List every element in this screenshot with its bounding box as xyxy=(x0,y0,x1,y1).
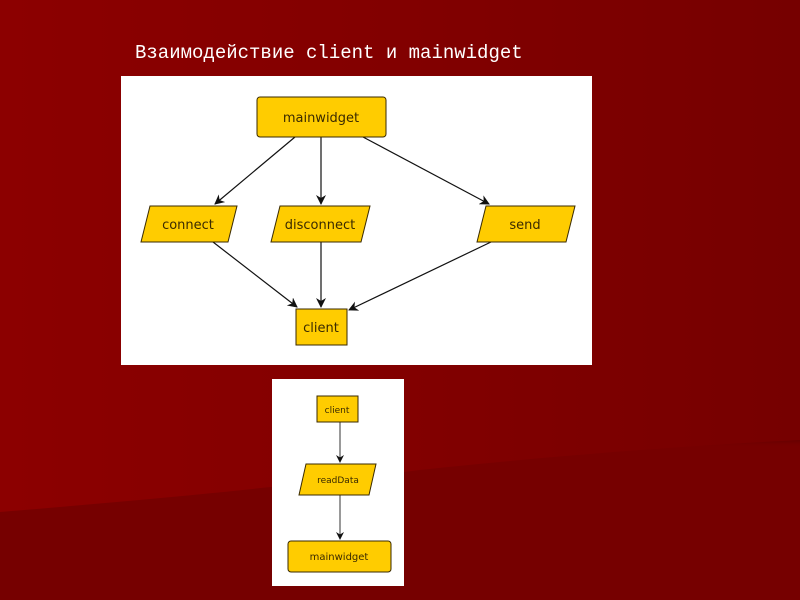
edge-connect-client xyxy=(212,241,298,308)
node-mainwidget[interactable]: mainwidget xyxy=(256,96,387,138)
node-label-client: client xyxy=(325,406,350,416)
slide-title: Взаимодействие client и mainwidget xyxy=(135,42,523,64)
diagram-panel-readdata: client readData mainwidget xyxy=(272,379,404,586)
node-label-mainwidget: mainwidget xyxy=(310,552,369,563)
node-send[interactable]: send xyxy=(476,205,576,243)
node-client[interactable]: client xyxy=(316,395,359,423)
node-label-connect: connect xyxy=(162,218,214,233)
diagram-panel-interaction: mainwidget connect disconnect send clien… xyxy=(121,76,592,365)
node-label-readdata: readData xyxy=(317,476,359,486)
node-disconnect[interactable]: disconnect xyxy=(270,205,371,243)
node-readdata[interactable]: readData xyxy=(298,463,377,496)
node-connect[interactable]: connect xyxy=(140,205,238,243)
node-mainwidget[interactable]: mainwidget xyxy=(287,540,392,573)
edge-mainwidget-connect xyxy=(214,136,296,205)
edges xyxy=(212,136,492,311)
node-label-disconnect: disconnect xyxy=(285,218,355,233)
flow-diagram-2: client readData mainwidget xyxy=(287,395,392,573)
edge-mainwidget-send xyxy=(362,136,490,205)
edge-send-client xyxy=(348,241,492,311)
node-label-send: send xyxy=(509,218,540,233)
node-label-mainwidget: mainwidget xyxy=(283,111,359,126)
node-client[interactable]: client xyxy=(295,308,348,346)
flow-diagram-1: mainwidget connect disconnect send clien… xyxy=(140,96,576,346)
node-label-client: client xyxy=(303,321,339,336)
